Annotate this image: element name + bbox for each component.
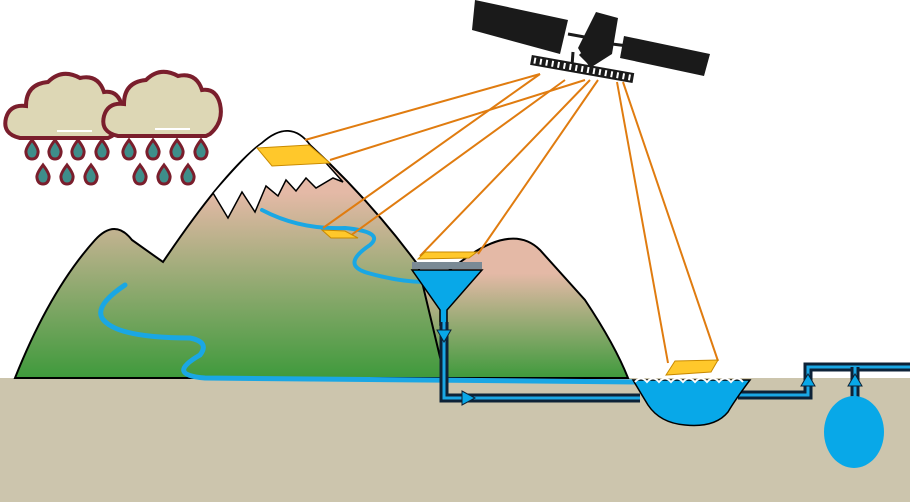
aquifer-icon	[824, 396, 884, 468]
raindrop-icon	[169, 137, 185, 161]
sensor-beams	[304, 73, 719, 364]
satellite-icon	[472, 0, 710, 83]
mountains	[13, 130, 630, 379]
raindrop-icon	[145, 137, 161, 161]
raindrop-icon	[59, 162, 75, 186]
footprint-snow	[255, 144, 332, 167]
sensor-footprints	[255, 144, 719, 376]
lake-icon	[631, 379, 752, 427]
raindrop-icon	[94, 137, 110, 161]
raindrop-icon	[180, 162, 196, 186]
flow-arrow-icon	[800, 373, 816, 387]
raindrop-icon	[121, 137, 137, 161]
flow-arrow-icon	[461, 390, 477, 406]
flow-arrows	[436, 329, 863, 406]
raindrop-icon	[156, 162, 172, 186]
rain-clouds	[3, 69, 223, 186]
raindrop-icon	[24, 137, 40, 161]
raindrop-icon	[193, 137, 209, 161]
raindrop-icon	[83, 162, 99, 186]
river-lower	[98, 282, 643, 385]
raindrops	[24, 137, 209, 186]
footprint-lake	[665, 359, 719, 376]
raindrop-icon	[35, 162, 51, 186]
pipe-outflow-water	[442, 322, 640, 400]
flow-arrow-icon	[436, 329, 452, 343]
sensor-array	[530, 55, 635, 83]
mountain-main	[13, 130, 447, 379]
rivers	[98, 208, 643, 385]
rain-cloud-icon	[101, 69, 223, 138]
raindrop-icon	[47, 137, 63, 161]
reservoir-rim	[412, 262, 482, 269]
footprint-reservoir	[416, 251, 479, 260]
flow-arrow-icon	[847, 373, 863, 387]
lake-waves	[634, 377, 744, 384]
raindrop-icon	[132, 162, 148, 186]
raindrop-icon	[70, 137, 86, 161]
footprint-river	[320, 229, 359, 239]
river-upper	[260, 208, 427, 284]
lake	[631, 377, 752, 427]
